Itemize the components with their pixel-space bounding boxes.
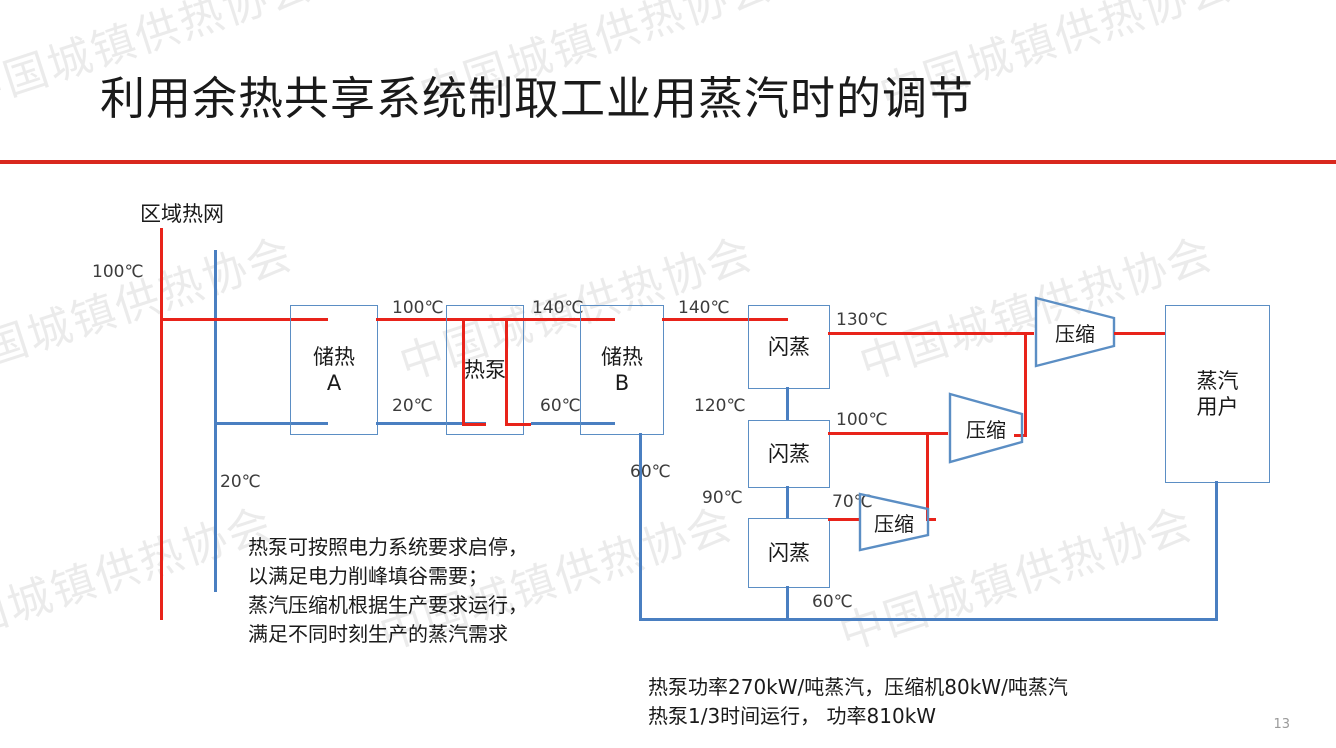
storage-a-box[interactable]: 储热 A: [290, 305, 378, 435]
temp-storage-a-cold: 20℃: [392, 396, 433, 416]
network-supply-riser: [160, 228, 163, 620]
heat-pump-evap-return: [462, 423, 486, 426]
temp-flash1-to-flash2: 120℃: [694, 396, 746, 416]
compressor-middle-label: 压缩: [966, 417, 1006, 442]
compressor-middle[interactable]: 压缩: [948, 392, 1024, 464]
storage-b-line2: B: [614, 371, 630, 395]
flash-2-vapor-line: [828, 432, 948, 435]
compressor-bottom-label: 压缩: [874, 511, 914, 536]
storage-b-return-down: [639, 433, 642, 621]
storage-b-line1: 储热: [601, 345, 643, 369]
power-note: 热泵功率270kW/吨蒸汽，压缩机80kW/吨蒸汽 热泵1/3时间运行， 功率8…: [648, 675, 1068, 728]
flash-1-box[interactable]: 闪蒸: [748, 305, 830, 389]
temp-flash2-vapor: 100℃: [836, 410, 888, 430]
bottom-comp-discharge-riser: [926, 434, 929, 520]
heat-pump-cond-riser: [505, 318, 508, 426]
flash-1-label: 闪蒸: [768, 335, 810, 359]
temp-flash2-to-flash3: 90℃: [702, 488, 743, 508]
flash-3-box[interactable]: 闪蒸: [748, 518, 830, 588]
operation-note: 热泵可按照电力系统要求启停， 以满足电力削峰填谷需要； 蒸汽压缩机根据生产要求运…: [248, 535, 528, 646]
compressor-top-label: 压缩: [1055, 321, 1095, 346]
temp-storage-b-out: 140℃: [678, 298, 730, 318]
steam-user-box[interactable]: 蒸汽 用户: [1165, 305, 1270, 483]
flash-3-return-down: [786, 586, 789, 621]
middle-comp-discharge-join: [1014, 434, 1027, 437]
condensate-return-down: [1215, 481, 1218, 621]
temp-storage-a-hot: 100℃: [392, 298, 444, 318]
heat-pump-cond-return: [505, 423, 531, 426]
storage-a-line1: 储热: [313, 345, 355, 369]
storage-b-cold-return: [531, 422, 615, 425]
heat-pump-evap-riser: [462, 318, 465, 426]
temp-storage-b-return: 60℃: [630, 462, 671, 482]
temp-flash3-vapor: 70℃: [832, 492, 873, 512]
temp-heat-pump-hot: 140℃: [532, 298, 584, 318]
steam-supply-to-user: [1114, 332, 1166, 335]
storage-b-box[interactable]: 储热 B: [580, 305, 664, 435]
heat-pump-label: 热泵: [464, 358, 506, 382]
temp-network-return: 20℃: [220, 472, 261, 492]
flash-2-label: 闪蒸: [768, 442, 810, 466]
flash-3-vapor-line: [828, 518, 860, 521]
storage-a-cold-out: [376, 422, 486, 425]
bottom-comp-discharge-join: [926, 518, 936, 521]
storage-a-line2: A: [326, 371, 342, 395]
temp-flash1-vapor: 130℃: [836, 310, 888, 330]
page-title: 利用余热共享系统制取工业用蒸汽时的调节: [100, 72, 975, 125]
title-divider: [0, 160, 1336, 164]
common-return-line: [639, 618, 1218, 621]
heat-pump-box[interactable]: 热泵: [446, 305, 524, 435]
compressor-top[interactable]: 压缩: [1034, 296, 1116, 368]
supply-header-to-storage-a: [160, 318, 328, 321]
steam-user-line1: 蒸汽: [1196, 369, 1239, 393]
flash-1-vapor-line: [828, 332, 1034, 335]
flash-3-label: 闪蒸: [768, 541, 810, 565]
heat-pump-hot-out: [505, 318, 615, 321]
district-network-label: 区域热网: [140, 202, 224, 226]
temp-network-supply: 100℃: [92, 262, 144, 282]
compressor-bottom[interactable]: 压缩: [858, 492, 930, 552]
temp-heat-pump-cold: 60℃: [540, 396, 581, 416]
return-header-from-storage-a: [214, 422, 328, 425]
middle-comp-discharge-riser: [1024, 332, 1027, 436]
flash-2-box[interactable]: 闪蒸: [748, 420, 830, 488]
storage-b-hot-out: [662, 318, 788, 321]
steam-user-line2: 用户: [1196, 395, 1239, 419]
flash-1-to-2-drop: [786, 387, 789, 420]
storage-a-hot-out: [376, 318, 524, 321]
page-number: 13: [1273, 717, 1290, 732]
temp-flash3-return: 60℃: [812, 592, 853, 612]
network-return-riser: [214, 250, 217, 592]
flash-2-to-3-drop: [786, 486, 789, 518]
